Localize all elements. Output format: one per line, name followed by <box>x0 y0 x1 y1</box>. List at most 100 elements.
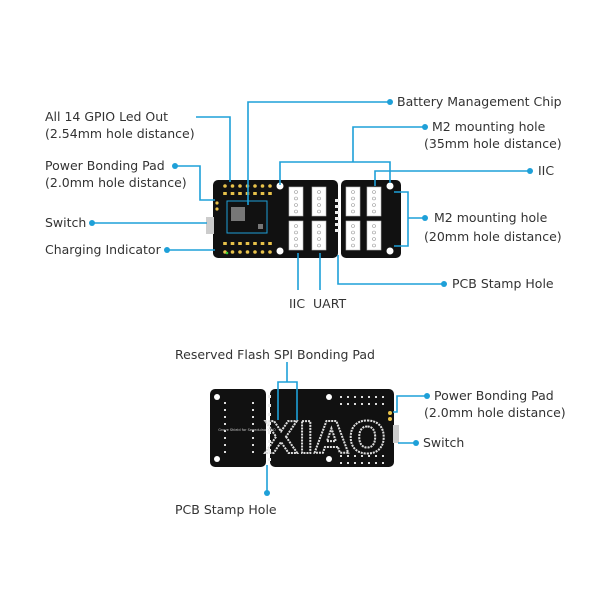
led-pad <box>245 242 250 245</box>
hole-dot <box>252 402 254 404</box>
connector-pin <box>351 209 355 214</box>
connector-pin <box>372 196 376 201</box>
label-switch-back: Switch <box>423 435 464 450</box>
hole-dot <box>347 396 349 398</box>
hole-dot <box>340 462 342 464</box>
led-pad <box>230 242 235 245</box>
hole-dot <box>224 444 226 446</box>
mount-hole <box>276 182 284 190</box>
label-m2-20: M2 mounting hole <box>434 210 548 225</box>
connector-pin <box>351 196 355 201</box>
hole-dot <box>252 430 254 432</box>
hole-dot <box>368 462 370 464</box>
gpio-pad <box>268 250 272 254</box>
grove-connector <box>311 186 327 217</box>
hole-dot <box>382 396 384 398</box>
led-pad <box>268 192 272 195</box>
hole-dot <box>347 455 349 457</box>
back-callouts: Reserved Flash SPI Bonding Pad Power Bon… <box>175 347 566 517</box>
small-chip <box>258 224 263 229</box>
stamp-hole <box>268 458 271 461</box>
switch-part <box>206 217 214 234</box>
label-power-pad-back: Power Bonding Pad <box>434 388 554 403</box>
hole-dot <box>252 437 254 439</box>
hole-dot <box>354 403 356 405</box>
hole-dot <box>354 455 356 457</box>
connector-pin <box>351 230 355 235</box>
stamp-hole <box>268 449 271 452</box>
stamp-hole <box>268 431 271 434</box>
led-pad <box>223 242 227 245</box>
hole-dot <box>340 403 342 405</box>
connector-pin <box>372 209 376 214</box>
connector-pin <box>294 209 298 214</box>
hole-dot <box>361 403 363 405</box>
label-power-pad: Power Bonding Pad <box>45 158 165 173</box>
hole-dot <box>224 437 226 439</box>
connector-pin <box>294 224 298 228</box>
hole-dot <box>252 423 254 425</box>
label-m2-35: M2 mounting hole <box>432 119 546 134</box>
grove-connectors <box>288 186 382 251</box>
connector-pin <box>317 230 321 235</box>
hole-dot <box>375 396 377 398</box>
power-pad <box>388 411 392 415</box>
hole-dot <box>252 409 254 411</box>
label-iic-right: IIC <box>538 163 554 178</box>
hole-dot <box>340 396 342 398</box>
power-pad <box>215 207 219 211</box>
gpio-pad <box>260 250 265 254</box>
hole-dot <box>347 403 349 405</box>
gpio-pad <box>253 184 257 188</box>
hole-dot <box>354 462 356 464</box>
stamp-hole <box>268 422 271 425</box>
hole-dot <box>354 396 356 398</box>
stamp-hole <box>335 205 339 208</box>
charging-led <box>225 251 229 255</box>
connector-pin <box>317 203 321 207</box>
label-gpio: All 14 GPIO Led Out <box>45 109 168 124</box>
gpio-pad <box>260 184 265 188</box>
connector-pin <box>317 196 321 201</box>
grove-connector <box>288 186 304 217</box>
connector-pin <box>372 230 376 235</box>
hole-dot <box>368 396 370 398</box>
back-board: XIAO Grove Shield for Seeeduino XIAO <box>210 389 399 467</box>
led-pad <box>238 192 242 195</box>
led-pad <box>238 242 242 245</box>
stamp-hole <box>268 404 271 407</box>
gpio-pad <box>253 250 257 254</box>
connector-pin <box>351 224 355 228</box>
stamp-hole <box>268 413 271 416</box>
hole-dot <box>224 409 226 411</box>
stamp-hole <box>268 395 271 398</box>
gpio-pad <box>230 184 235 188</box>
led-pad <box>230 192 235 195</box>
main-board-section <box>213 180 338 258</box>
stamp-hole <box>335 217 339 220</box>
led-pad <box>260 242 265 245</box>
silkscreen-text: Grove Shield for Seeeduino XIAO <box>218 428 276 432</box>
connector-pin <box>372 224 376 228</box>
hole-dot <box>224 416 226 418</box>
stamp-hole <box>335 223 339 226</box>
mount-hole <box>214 456 220 462</box>
hole-dot <box>375 403 377 405</box>
hole-dot <box>224 430 226 432</box>
grove-connector <box>311 220 327 251</box>
hole-dot <box>382 462 384 464</box>
battery-chip <box>231 207 245 221</box>
grove-connector <box>345 186 361 217</box>
switch-part <box>393 425 399 443</box>
hole-dot <box>340 455 342 457</box>
power-pad <box>388 417 392 421</box>
connector-pin <box>294 190 298 194</box>
connector-pin <box>317 209 321 214</box>
connector-pin <box>372 243 376 248</box>
connector-pin <box>372 190 376 194</box>
label-switch: Switch <box>45 215 86 230</box>
connector-pin <box>317 243 321 248</box>
label-m2-20-sub: (20mm hole distance) <box>424 229 562 244</box>
